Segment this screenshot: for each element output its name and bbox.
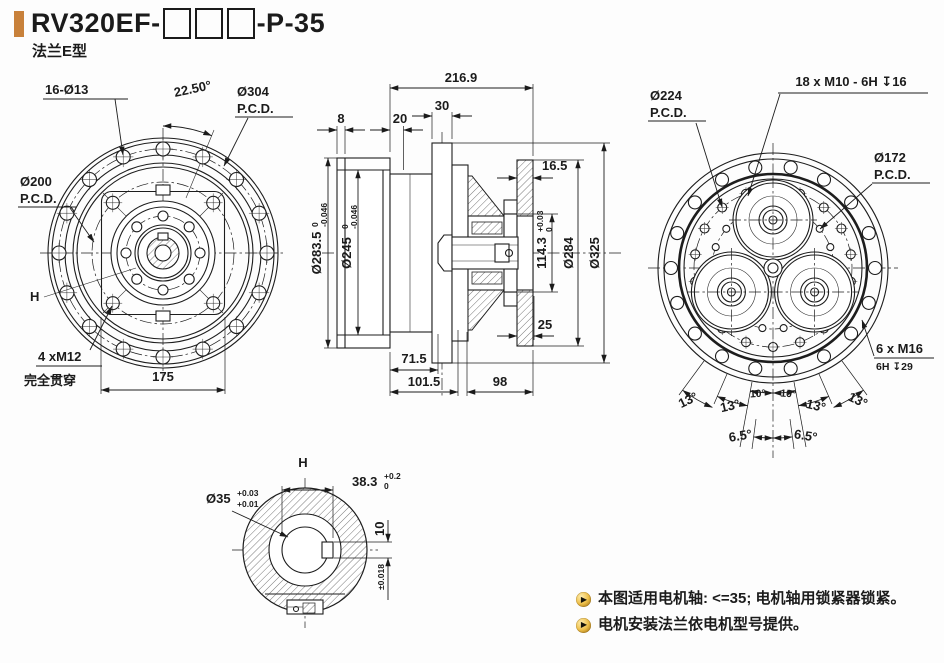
planet-gear-right [770, 248, 859, 336]
dim-dia-325: Ø325 [587, 237, 602, 269]
dim-38-3-tol-lo: 0 [384, 481, 389, 491]
svg-text:-0.046: -0.046 [319, 203, 329, 227]
label-angle-22-50: 22.50° [173, 77, 213, 100]
svg-text:0: 0 [310, 222, 320, 227]
svg-text:Ø284: Ø284 [561, 236, 576, 269]
dim-20: 20 [393, 111, 407, 126]
angle-13-outer-left: 13° [676, 389, 700, 411]
note-bullet-icon: ▶ [576, 617, 591, 633]
view-front-left: 16-Ø13 22.50° Ø304 P.C.D. Ø200 P.C.D. H … [18, 77, 293, 394]
dim-dia-283-5: Ø283.5 0 -0.046 [309, 203, 329, 275]
dim-216-9: 216.9 [445, 70, 478, 85]
note-text: 电机安装法兰依电机型号提供。 [598, 615, 809, 633]
svg-text:Ø283.5: Ø283.5 [309, 232, 324, 275]
dim-dia-284: Ø284 [561, 236, 576, 269]
ratio-placeholder-box [194, 8, 223, 39]
label-section-h: H [30, 289, 39, 304]
svg-text:114.3: 114.3 [534, 237, 549, 269]
view-detail-h: H 38.3 +0.2 0 Ø35 +0.03 +0.01 [206, 455, 401, 628]
label-pcd304: Ø304 [237, 84, 270, 99]
note-item: ▶ 电机安装法兰依电机型号提供。 [576, 616, 941, 635]
label-6xm16: 6 x M16 [876, 341, 923, 356]
dim-key-width-tol: ±0.018 [376, 564, 386, 590]
dim-101-5: 101.5 [408, 374, 441, 389]
svg-text:10: 10 [372, 522, 387, 536]
svg-text:Ø245: Ø245 [339, 237, 354, 269]
label-pcd304-sub: P.C.D. [237, 101, 274, 116]
dim-38-3-tol-hi: +0.2 [384, 471, 401, 481]
label-pcd200-sub: P.C.D. [20, 191, 57, 206]
note-item: ▶ 本图适用电机轴: <=35; 电机轴用锁紧器锁紧。 [576, 590, 941, 609]
svg-text:+0.03: +0.03 [535, 210, 545, 232]
dim-71-5: 71.5 [401, 351, 426, 366]
detail-title: H [298, 455, 307, 470]
label-4xm12: 4 xM12 [38, 349, 81, 364]
angle-13-inner-left: 13° [719, 396, 742, 415]
model-code-prefix: RV320EF- [31, 8, 161, 38]
dim-25: 25 [538, 317, 552, 332]
page-subtitle: 法兰E型 [32, 43, 88, 60]
view-section: 216.9 30 8 20 16.5 Ø283.5 0 [309, 70, 622, 396]
svg-text:Ø325: Ø325 [587, 237, 602, 269]
dim-bore-tol-hi: +0.03 [237, 488, 259, 498]
dim-8: 8 [337, 111, 344, 126]
svg-text:-0.046: -0.046 [349, 205, 359, 229]
label-16xd13: 16-Ø13 [45, 82, 88, 97]
dim-dia-245: Ø245 0 -0.046 [339, 205, 359, 269]
bolt-holes-16xd13 [48, 138, 278, 368]
outer-flange-holes [663, 160, 883, 376]
svg-text:±0.018: ±0.018 [376, 564, 386, 590]
angle-13-outer-right: 13° [846, 389, 870, 411]
label-18xm10: 18 x M10 - 6H ↧16 [795, 74, 906, 89]
ratio-placeholder-box [162, 8, 191, 39]
dim-175: 175 [152, 369, 174, 384]
tapped-holes-4xm12 [103, 193, 223, 313]
svg-text:0: 0 [544, 227, 554, 232]
label-6xm16-sub: 6H ↧29 [876, 361, 913, 373]
dim-key-width: 10 [372, 522, 387, 536]
ratio-placeholder-box [226, 8, 255, 39]
angle-6-5-left: 6.5° [728, 426, 753, 444]
drawing-header: RV320EF- -P-35 [14, 8, 325, 39]
dim-bore-tol-lo: +0.01 [237, 499, 259, 509]
angle-6-5-right: 6.5° [793, 426, 818, 444]
svg-text:0: 0 [340, 224, 350, 229]
planet-gear-top [729, 176, 817, 264]
label-through-note: 完全贯穿 [24, 373, 76, 388]
title-accent-bar [14, 11, 24, 37]
label-pcd224-sub: P.C.D. [650, 105, 687, 120]
page-title: RV320EF- -P-35 [31, 8, 325, 39]
angle-10-right: 10° [780, 387, 797, 400]
view-rear-right: 18 x M10 - 6H ↧16 Ø224 P.C.D. Ø172 P.C.D… [648, 74, 934, 458]
note-bullet-icon: ▶ [576, 592, 591, 607]
dim-30: 30 [435, 98, 449, 113]
hub-holes-ring [120, 210, 206, 296]
angle-10-left: 10° [749, 387, 766, 400]
label-pcd172-sub: P.C.D. [874, 167, 911, 182]
label-pcd200: Ø200 [20, 174, 52, 189]
note-text: 本图适用电机轴: <=35; 电机轴用锁紧器锁紧。 [598, 590, 906, 607]
angle-13-inner-right: 13° [805, 396, 828, 415]
label-pcd172: Ø172 [874, 150, 906, 165]
notes-block: ▶ 本图适用电机轴: <=35; 电机轴用锁紧器锁紧。 ▶ 电机安装法兰依电机型… [576, 590, 941, 642]
model-code-suffix: -P-35 [256, 8, 326, 38]
dim-bore-dia: Ø35 [206, 491, 231, 506]
label-pcd224: Ø224 [650, 88, 683, 103]
dim-114-3: 114.3 +0.03 0 [534, 210, 554, 269]
dim-16-5: 16.5 [542, 158, 567, 173]
dim-38-3: 38.3 [352, 474, 377, 489]
dim-98: 98 [493, 374, 507, 389]
planet-gear-left [687, 248, 776, 336]
